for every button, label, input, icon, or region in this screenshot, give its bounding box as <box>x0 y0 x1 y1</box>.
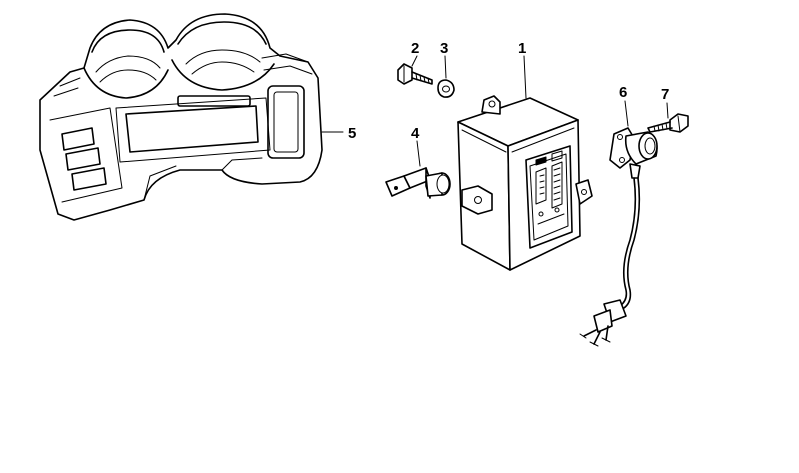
screw-part-2 <box>397 63 433 85</box>
leader-line-2 <box>411 55 418 67</box>
control-unit-part-1 <box>457 95 593 271</box>
bolt-part-7 <box>647 113 689 133</box>
bracket-part-4 <box>385 167 451 199</box>
callout-2: 2 <box>411 40 419 57</box>
callout-6: 6 <box>619 84 627 101</box>
sensor-part-6 <box>579 127 658 347</box>
nut-part-3 <box>437 79 455 98</box>
leader-line-3 <box>444 55 447 79</box>
callout-3: 3 <box>440 40 448 57</box>
callout-4: 4 <box>411 125 420 142</box>
leader-line-6 <box>624 100 629 127</box>
callout-7: 7 <box>661 86 669 103</box>
leader-line-7 <box>666 102 669 119</box>
callout-1: 1 <box>518 40 526 57</box>
leader-line-4 <box>416 140 421 167</box>
instrument-cluster-cover <box>39 13 323 221</box>
callout-5: 5 <box>348 125 356 142</box>
leader-line-1 <box>523 55 527 99</box>
